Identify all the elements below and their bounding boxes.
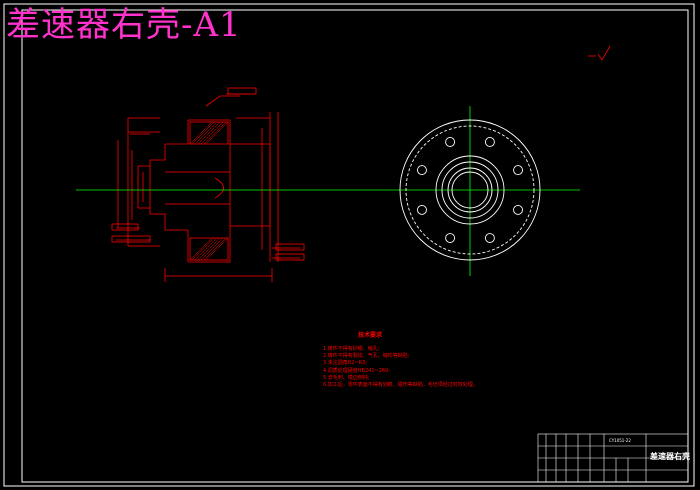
hatch-line [203,237,227,261]
hatch-line [197,121,221,145]
tech-req-item: 1.铸件不得有砂眼、缩孔; [323,346,380,352]
title-block-grid [537,433,689,483]
bolt-hole [417,204,427,215]
tech-req-item: 3.未注圆角R2~R3; [323,360,367,367]
tech-req-item: 6.加工后，零件表面不得有划痕、碰伤等缺陷，毛坯须经过时效处理。 [323,382,478,389]
bolt-hole [484,233,495,243]
bolt-hole [484,137,495,147]
inner-frame [21,9,689,483]
outer-frame [3,3,695,487]
hatch-line [194,237,218,261]
hatch-line [200,237,224,261]
tech-req-list: 1.铸件不得有砂眼、缩孔;2.铸件不得有裂纹、气孔、缩松等缺陷;3.未注圆角R2… [323,346,478,389]
hatch-line [189,122,212,145]
bolt-hole [445,137,456,147]
hatch-line [189,238,212,261]
bolt-hole [513,204,523,215]
hatch-line [191,237,215,261]
section-view [111,87,305,282]
bolt-hole-pattern [417,137,523,243]
bolt-hole [417,165,427,176]
end-view [399,119,541,261]
hatch-line [203,121,227,145]
hatch-line [224,121,229,126]
section-hatching [189,121,229,261]
tech-req-item: 5.去毛刺、锐边倒钝; [323,374,370,381]
bolt-hole [513,165,523,176]
drawing-code: CY1051-22 [609,438,631,443]
hatch-line [191,121,215,145]
tech-req-heading: 技术要求 [358,332,383,339]
bolt-hole [445,233,456,243]
tech-req-item: 4.调质处理硬度HB241~269; [323,367,390,374]
tech-req-item: 2.铸件不得有裂纹、气孔、缩松等缺陷; [323,353,410,360]
hatch-line [200,121,224,145]
hatch-line [197,237,221,261]
part-name: 差速器右壳 [650,452,690,461]
drawing-title: 差速器右壳-A1 [6,5,242,45]
hatch-line [194,121,218,145]
hatch-line [224,237,229,242]
roughness-symbol [588,45,611,61]
